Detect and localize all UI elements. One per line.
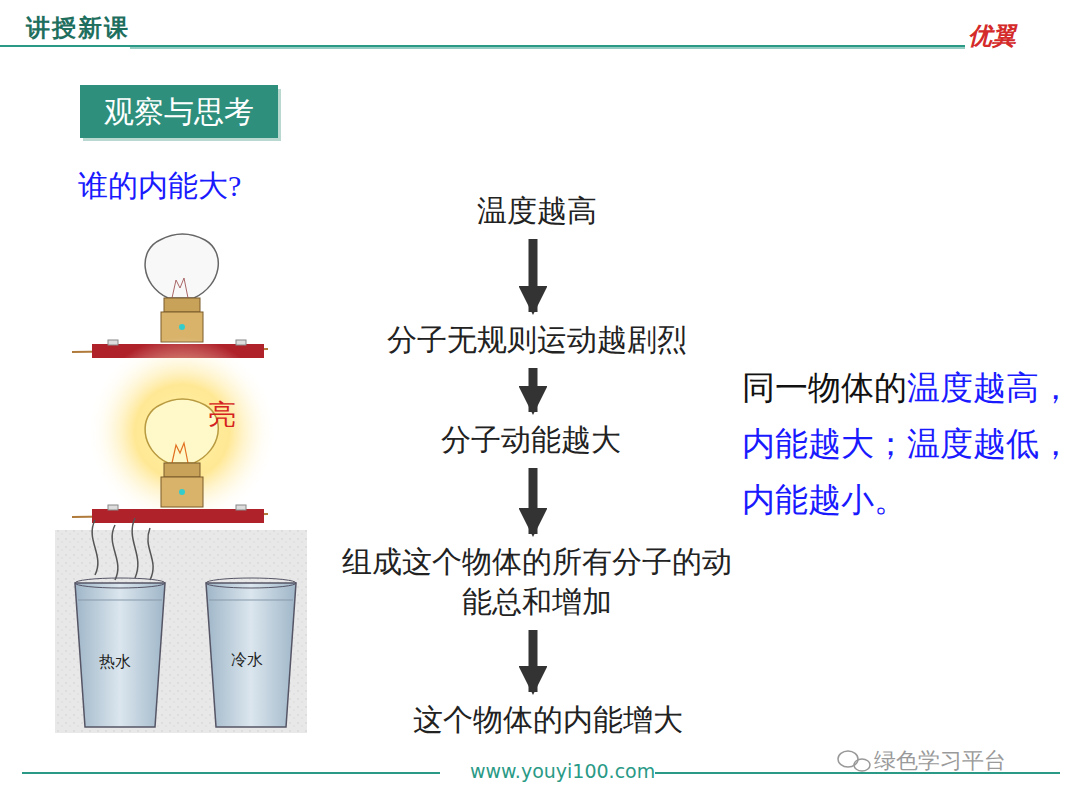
heading-text: 观察与思考: [92, 93, 266, 130]
step-text: 这个物体的内能增大: [342, 700, 754, 740]
logo: 优翼: [968, 20, 1016, 52]
website-url: www.youyi100.com: [470, 760, 655, 782]
watermark: 绿色学习平台: [874, 746, 1006, 776]
flow-step: 组成这个物体的所有分子的动能总和增加: [332, 540, 742, 624]
flow-step: 分子无规则运动越剧烈: [327, 318, 747, 362]
cup-label: 冷水: [231, 650, 263, 671]
flow-step: 温度越高: [327, 189, 747, 233]
step-text: 分子无规则运动越剧烈: [331, 320, 743, 360]
flow-arrow: [529, 239, 538, 312]
flow-arrow: [529, 368, 538, 412]
header-rule: [130, 48, 965, 49]
step-text: 分子动能越大: [325, 420, 737, 460]
step-text: 温度越高: [331, 191, 743, 231]
flow-arrow: [529, 468, 538, 534]
flow-arrow: [529, 630, 538, 692]
header-rule: [0, 45, 965, 47]
watermark-icon: [838, 751, 870, 771]
lit-bulb: [72, 337, 277, 527]
heading-box: 观察与思考: [80, 85, 278, 138]
cup-label: 热水: [99, 652, 131, 673]
water-cups: [55, 518, 307, 733]
question-text: 谁的内能大?: [78, 166, 241, 207]
conclusion-text: 同一物体的: [742, 368, 907, 407]
footer-rule: [22, 772, 440, 774]
lit-label: 亮: [208, 396, 236, 434]
flow-step: 分子动能越大: [321, 418, 741, 462]
step-text: 组成这个物体的所有分子的动能总和增加: [336, 542, 738, 622]
section-title: 讲授新课: [26, 12, 130, 44]
flow-step: 这个物体的内能增大: [338, 698, 758, 742]
conclusion-paragraph: 同一物体的温度越高，内能越大；温度越低，内能越小。: [742, 360, 1072, 528]
